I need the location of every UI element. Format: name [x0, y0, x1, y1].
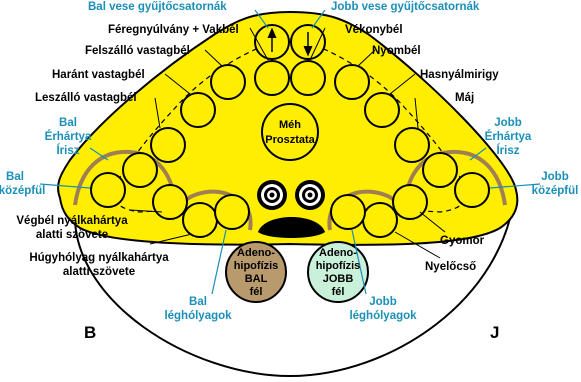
label-jobb-vese: Jobb vese gyűjtőcsatornák [331, 1, 480, 13]
label-fereg: Féregnyúlvány + Vakbél [108, 24, 239, 36]
label-adeno-jobb-3: JOBB [323, 273, 354, 285]
label-adeno-jobb-4: fél [332, 286, 345, 298]
label-vegbel-1: Végbél nyálkahártya [16, 215, 128, 227]
transverse-colon-circle [181, 93, 215, 127]
left-iris-circle [123, 153, 157, 187]
label-side-j: J [490, 323, 499, 342]
ascending-colon-circle [211, 65, 245, 99]
label-vekonybel: Vékonybél [345, 24, 403, 36]
label-jobb-erhartya-3: Írisz [496, 144, 519, 157]
label-side-b: B [84, 323, 96, 342]
right-iris-circle [423, 153, 457, 187]
rectum-circle [153, 185, 187, 219]
label-bal-erhartya-1: Bal [59, 117, 77, 129]
pancreas-circle [365, 93, 399, 127]
label-adeno-bal-3: BAL [245, 273, 268, 285]
label-maj: Máj [455, 92, 474, 104]
left-target-icon [257, 180, 287, 210]
label-bal-vese: Bal vese gyűjtőcsatornák [88, 1, 227, 13]
label-felszallo: Felszálló vastagbél [85, 45, 190, 57]
label-bal-kozepful-1: Bal [6, 171, 24, 183]
small-intestine-circle [291, 61, 325, 95]
label-adeno-jobb-1: Adeno- [319, 247, 357, 259]
label-hasnyal: Hasnyálmirigy [420, 69, 499, 81]
label-bal-leg-2: léghólyagok [164, 310, 232, 322]
left-middle-ear-circle [91, 173, 125, 207]
liver-circle [395, 128, 429, 162]
descending-colon-circle [151, 128, 185, 162]
label-meh-2: Prosztata [265, 134, 315, 146]
right-lung-circle [331, 195, 365, 229]
label-adeno-jobb-2: hipofízis [316, 260, 361, 272]
label-leszallo: Leszálló vastagbél [35, 92, 137, 104]
label-adeno-bal-2: hipofízis [234, 260, 279, 272]
esophagus-circle [363, 203, 397, 237]
label-gyomor: Gyomor [440, 235, 485, 247]
label-jobb-erhartya-2: Érhártya [485, 130, 532, 143]
left-lung-circle [215, 195, 249, 229]
label-adeno-bal-4: fél [250, 286, 263, 298]
label-jobb-leg-1: Jobb [369, 296, 396, 308]
label-adeno-bal-1: Adeno- [237, 247, 275, 259]
label-jobb-kozepful-2: középfül [532, 185, 579, 197]
label-hugyholyag-1: Húgyhólyag nyálkahártya [29, 252, 169, 264]
label-hugyholyag-2: alatti szövete [63, 266, 135, 278]
bladder-circle [183, 203, 217, 237]
label-jobb-erhartya-1: Jobb [494, 117, 521, 129]
label-vegbel-2: alatti szövete [36, 229, 108, 241]
right-target-icon [295, 180, 325, 210]
label-bal-erhartya-2: Érhártya [45, 130, 92, 143]
duodenum-circle [335, 65, 369, 99]
right-middle-ear-circle [455, 173, 489, 207]
label-jobb-kozepful-1: Jobb [541, 171, 568, 183]
label-meh-1: Méh [279, 119, 301, 131]
label-jobb-leg-2: léghólyagok [349, 310, 417, 322]
label-harant: Haránt vastagbél [52, 69, 145, 81]
label-nyelocso: Nyelőcső [425, 261, 476, 273]
label-bal-kozepful-2: középfül [0, 185, 45, 197]
uterus-circle [262, 104, 318, 160]
appendix-circle [255, 61, 289, 95]
label-bal-leg-1: Bal [189, 296, 207, 308]
label-bal-erhartya-3: Írisz [56, 144, 79, 157]
label-nyombel: Nyombél [372, 45, 421, 57]
